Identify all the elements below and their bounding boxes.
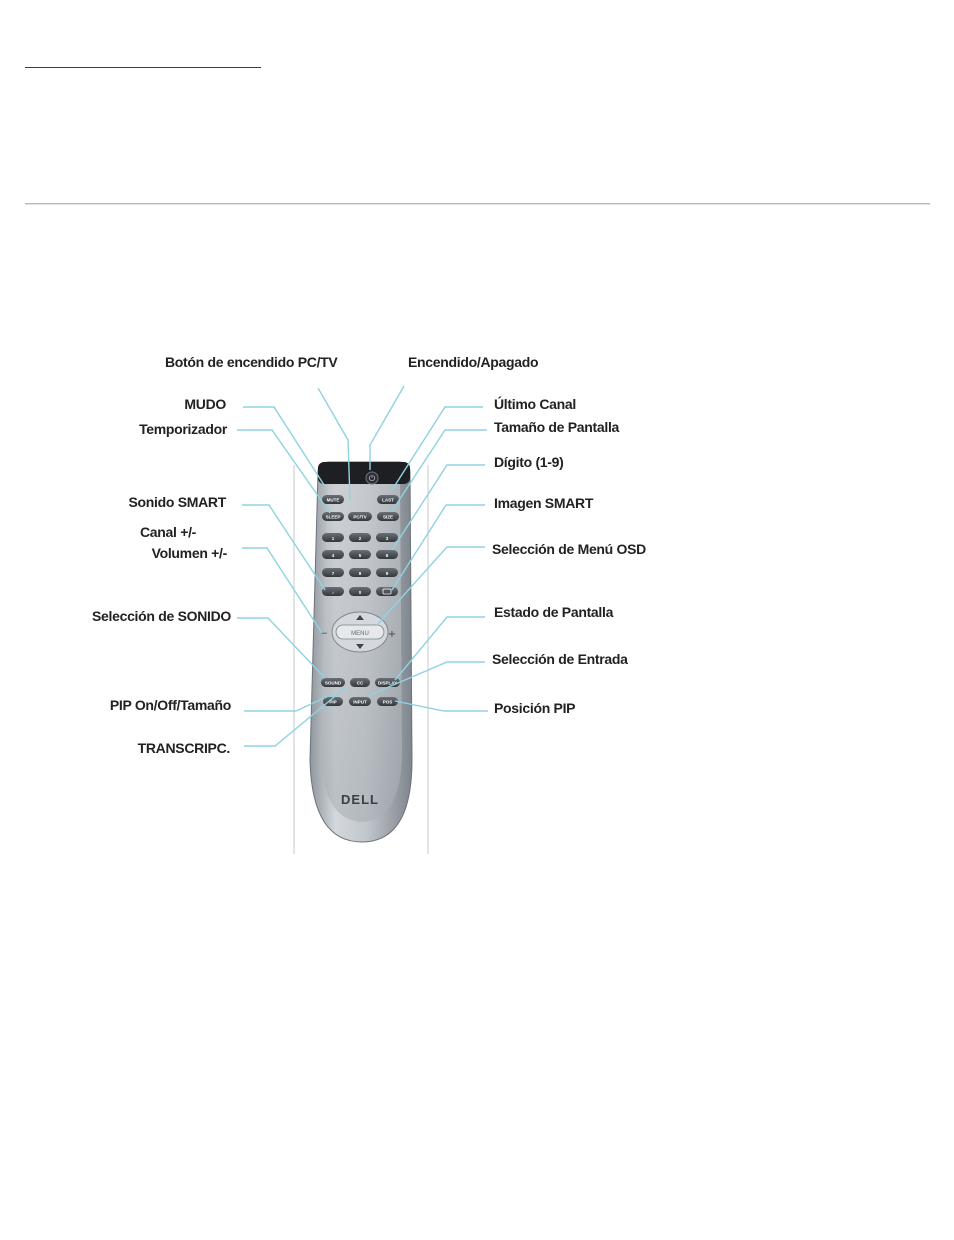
callout-digit: Dígito (1-9) [494, 454, 564, 470]
leader-power [369, 385, 405, 470]
up-arrow-icon[interactable] [356, 615, 364, 620]
minus-icon[interactable]: − [320, 629, 328, 639]
callout-mute: MUDO [184, 396, 226, 412]
menu-button-label: MENU [351, 631, 369, 637]
display-button-label: DISPLAY [378, 681, 397, 686]
leader-digit [391, 464, 485, 551]
leader-size [391, 429, 487, 512]
sound-button[interactable] [321, 678, 345, 687]
divider [25, 203, 930, 205]
callout-channel: Canal +/- [140, 524, 197, 540]
sleep-button-label: SLEEP [326, 515, 341, 520]
digit-9-label: 9 [386, 571, 389, 576]
leader-smart-sound [242, 504, 326, 591]
cc-button[interactable] [350, 678, 370, 687]
callout-last: Último Canal [494, 396, 576, 412]
leader-smart-image [391, 504, 485, 591]
leader-lines [237, 385, 488, 747]
input-button[interactable] [349, 697, 371, 706]
digit-5-label: 5 [359, 553, 362, 558]
mute-button-label: MUTE [327, 498, 340, 503]
digit-1-button[interactable] [322, 533, 344, 542]
callout-power-pctv: Botón de encendido PC/TV [165, 354, 338, 370]
leader-mute [243, 406, 327, 489]
power-button[interactable] [365, 471, 379, 485]
digit-5-button[interactable] [349, 550, 371, 559]
digit-9-button[interactable] [376, 568, 398, 577]
digit-8-button[interactable] [349, 568, 371, 577]
leader-menu [376, 546, 485, 626]
digit-8-label: 8 [359, 571, 362, 576]
menu-button[interactable] [335, 624, 385, 640]
smart-sound-button[interactable] [322, 587, 344, 596]
dell-logo: DELL [341, 792, 379, 807]
digit-7-label: 7 [332, 571, 335, 576]
digit-1-label: 1 [332, 536, 335, 541]
pctv-button-label: PC/TV [353, 515, 366, 520]
top-link[interactable] [25, 52, 261, 68]
number-pad: 1 2 3 4 5 6 7 8 9 ♪ 0 [322, 533, 398, 596]
digit-3-label: 3 [386, 536, 389, 541]
callout-input: Selección de Entrada [492, 651, 628, 667]
pip-button[interactable] [323, 697, 343, 706]
leader-channel-volume [242, 547, 323, 634]
down-arrow-icon[interactable] [356, 644, 364, 649]
size-button-label: SIZE [383, 515, 393, 520]
leader-cc [244, 687, 346, 747]
smart-image-button[interactable] [376, 587, 398, 596]
leader-sound-select [237, 617, 326, 679]
pos-button-label: POS [383, 700, 393, 705]
screen-icon [382, 588, 392, 595]
digit-2-button[interactable] [349, 533, 371, 542]
sound-button-label: SOUND [325, 681, 342, 686]
leader-pip-pos [394, 700, 488, 712]
power-icon: ⏻ [369, 474, 376, 483]
callout-smart-sound: Sonido SMART [128, 494, 227, 510]
callout-cc: TRANSCRIPC. [137, 740, 231, 756]
sleep-button[interactable] [322, 512, 344, 521]
callout-pip-pos: Posición PIP [494, 700, 576, 716]
cc-button-label: CC [357, 681, 364, 686]
size-button[interactable] [377, 512, 399, 521]
callout-display: Estado de Pantalla [494, 604, 614, 620]
input-button-label: INPUT [353, 700, 367, 705]
digit-4-button[interactable] [322, 550, 344, 559]
digit-3-button[interactable] [376, 533, 398, 542]
callout-size: Tamaño de Pantalla [494, 419, 620, 435]
digit-7-button[interactable] [322, 568, 344, 577]
leader-pip [244, 692, 336, 712]
digit-6-label: 6 [386, 553, 389, 558]
callout-power: Encendido/Apagado [408, 354, 539, 370]
digit-0-label: 0 [359, 590, 362, 595]
music-note-icon: ♪ [332, 590, 334, 595]
callout-volume: Volumen +/- [151, 545, 228, 561]
leader-sleep [237, 429, 331, 514]
digit-0-button[interactable] [349, 587, 371, 596]
callout-menu: Selección de Menú OSD [492, 541, 646, 557]
last-button[interactable] [377, 495, 399, 504]
remote-top-band [318, 462, 410, 484]
pip-button-label: PIP [329, 700, 336, 705]
last-button-label: LAST [382, 498, 394, 503]
callout-sound-select: Selección de SONIDO [91, 608, 231, 624]
digit-2-label: 2 [359, 536, 362, 541]
leader-display [394, 616, 485, 681]
leader-last [391, 406, 483, 491]
callout-sleep: Temporizador [139, 421, 227, 437]
mute-button[interactable] [322, 495, 344, 504]
pos-button[interactable] [377, 697, 398, 706]
digit-4-label: 4 [332, 553, 335, 558]
digit-6-button[interactable] [376, 550, 398, 559]
leader-input [369, 661, 485, 696]
pctv-button[interactable] [348, 512, 372, 521]
callout-pip: PIP On/Off/Tamaño [109, 697, 231, 713]
leader-power-pctv [317, 387, 351, 501]
callout-smart-image: Imagen SMART [494, 495, 594, 511]
plus-icon[interactable]: + [388, 629, 396, 640]
